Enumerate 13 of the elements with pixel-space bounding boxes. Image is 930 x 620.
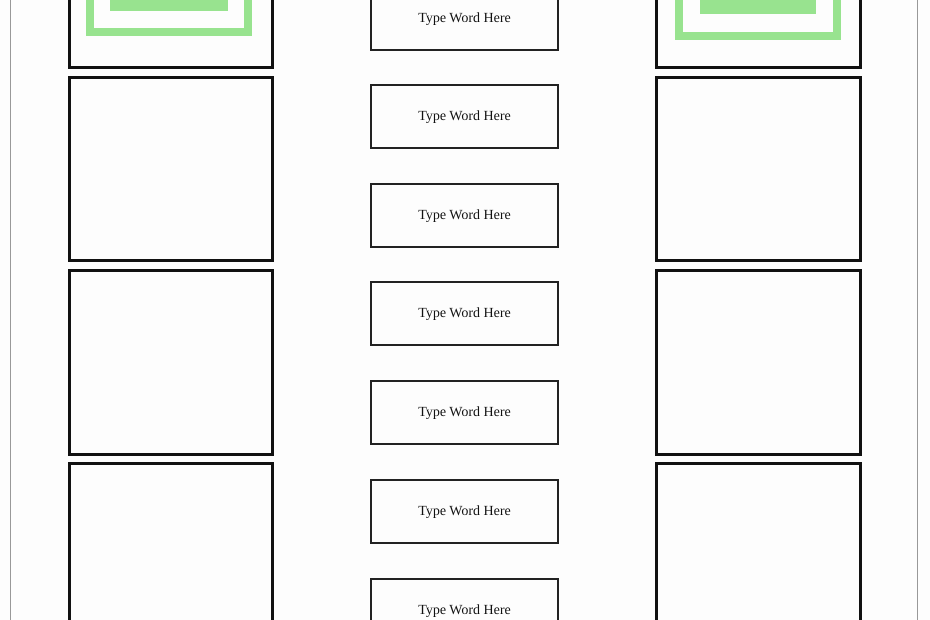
picture-frame xyxy=(655,269,862,456)
picture-frame xyxy=(68,462,274,620)
word-box: Type Word Here xyxy=(370,578,559,620)
word-box: Type Word Here xyxy=(370,479,559,544)
picture-frame xyxy=(68,269,274,456)
picture-frame xyxy=(655,76,862,262)
word-box: Type Word Here xyxy=(370,380,559,445)
picture-frame xyxy=(68,76,274,262)
word-box: Type Word Here xyxy=(370,84,559,149)
word-box: Type Word Here xyxy=(370,183,559,248)
word-box: Type Word Here xyxy=(370,0,559,51)
word-box: Type Word Here xyxy=(370,281,559,346)
picture-frame xyxy=(655,462,862,620)
